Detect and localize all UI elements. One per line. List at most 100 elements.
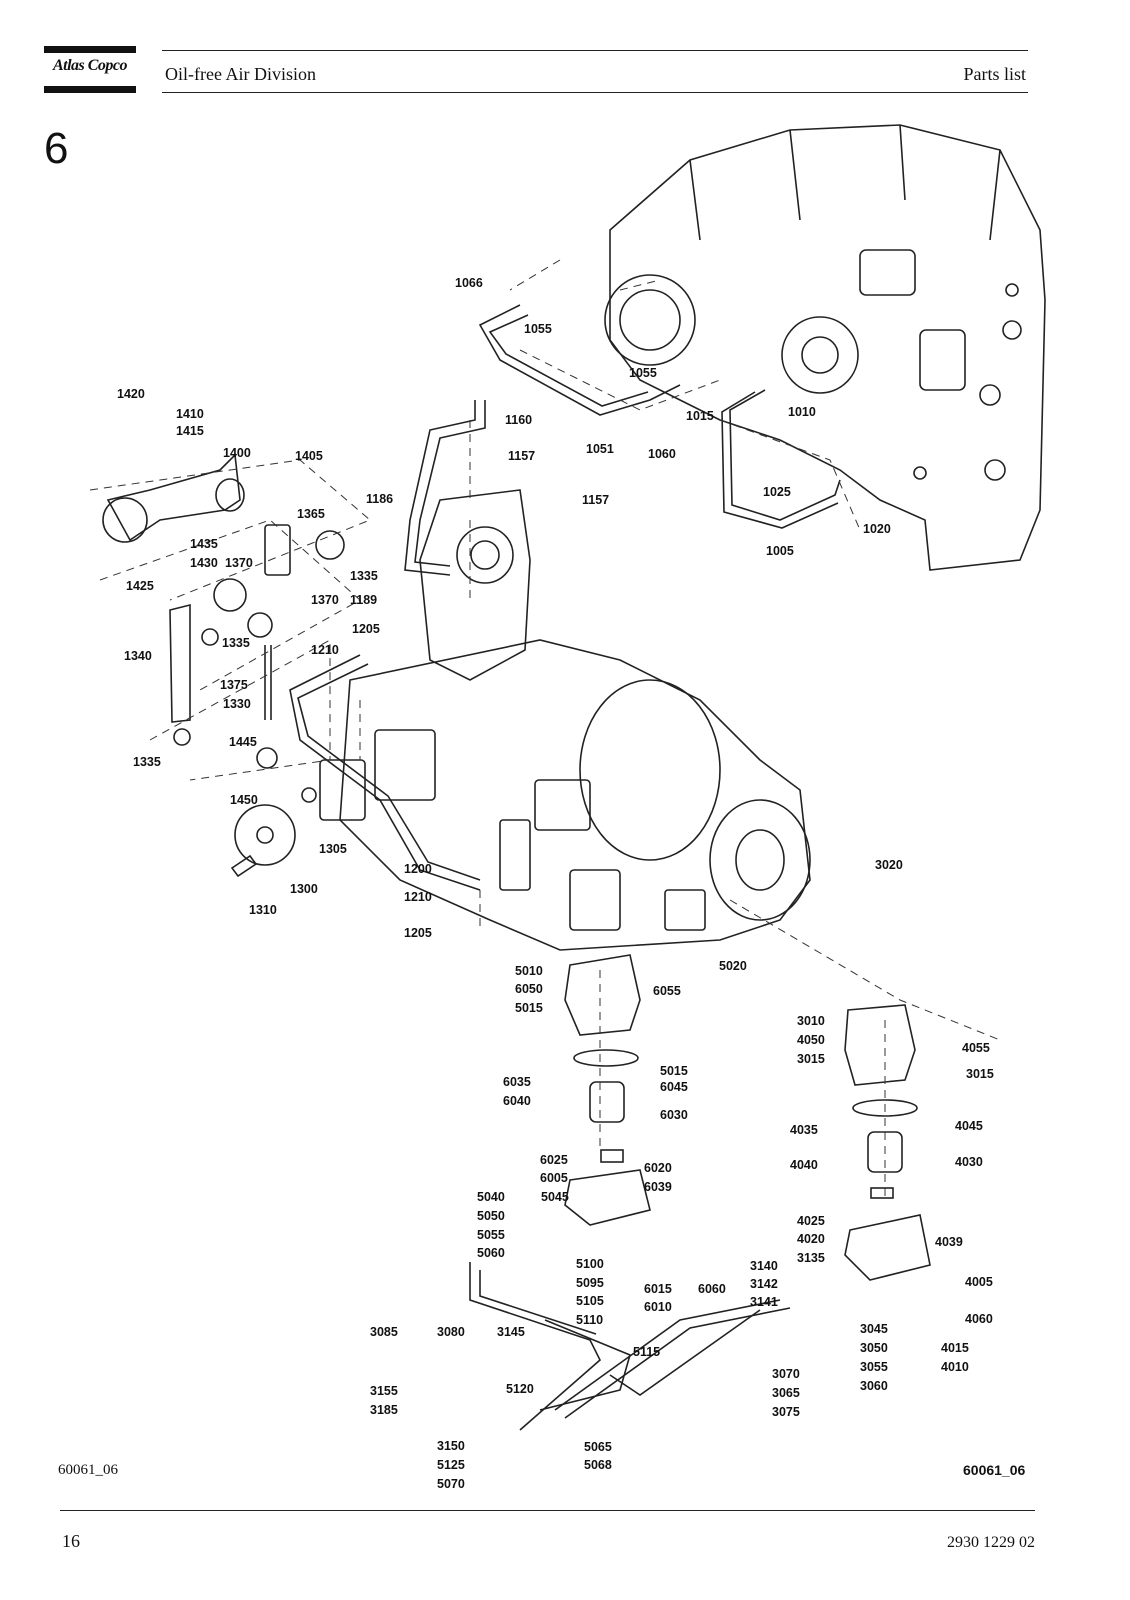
part-label: 1205 bbox=[352, 622, 380, 636]
part-label: 3141 bbox=[750, 1295, 778, 1309]
part-label: 1210 bbox=[311, 643, 339, 657]
part-label: 1405 bbox=[295, 449, 323, 463]
part-label: 1370 bbox=[311, 593, 339, 607]
part-label: 4060 bbox=[965, 1312, 993, 1326]
part-label: 1370 bbox=[225, 556, 253, 570]
part-label: 1060 bbox=[648, 447, 676, 461]
document-type: Parts list bbox=[963, 64, 1026, 84]
part-label: 4020 bbox=[797, 1232, 825, 1246]
part-label: 1340 bbox=[124, 649, 152, 663]
part-label: 1157 bbox=[582, 493, 609, 507]
part-label: 5050 bbox=[477, 1209, 505, 1223]
assembly-lines bbox=[89, 259, 1001, 1200]
part-label: 4005 bbox=[965, 1275, 993, 1289]
logo-text: Atlas Copco bbox=[52, 57, 128, 74]
part-label: 5060 bbox=[477, 1246, 505, 1260]
part-label: 3085 bbox=[370, 1325, 398, 1339]
part-label: 1300 bbox=[290, 882, 318, 896]
part-label: 6005 bbox=[540, 1171, 568, 1185]
part-label: 5110 bbox=[576, 1313, 603, 1327]
part-label: 4055 bbox=[962, 1041, 990, 1055]
part-label: 3020 bbox=[875, 858, 903, 872]
part-labels: 1066 1055 1055 1015 1010 1060 1051 1160 … bbox=[117, 276, 994, 1491]
part-label: 4035 bbox=[790, 1123, 818, 1137]
part-label: 1335 bbox=[350, 569, 378, 583]
part-label: 6010 bbox=[644, 1300, 672, 1314]
part-label: 6025 bbox=[540, 1153, 568, 1167]
part-label: 1200 bbox=[404, 862, 432, 876]
part-label: 1055 bbox=[524, 322, 552, 336]
part-label: 1015 bbox=[686, 409, 714, 423]
part-label: 6050 bbox=[515, 982, 543, 996]
section-number: 6 bbox=[44, 124, 69, 173]
part-label: 6035 bbox=[503, 1075, 531, 1089]
part-label: 5015 bbox=[660, 1064, 688, 1078]
part-label: 3150 bbox=[437, 1439, 465, 1453]
part-label: 4050 bbox=[797, 1033, 825, 1047]
part-label: 5125 bbox=[437, 1458, 465, 1472]
part-label: 3145 bbox=[497, 1325, 525, 1339]
part-label: 1186 bbox=[366, 492, 393, 506]
header-rule-top bbox=[162, 50, 1028, 51]
part-label: 3050 bbox=[860, 1341, 888, 1355]
part-label: 1415 bbox=[176, 424, 204, 438]
part-label: 1430 bbox=[190, 556, 218, 570]
diagram-drawing bbox=[102, 124, 1046, 1431]
part-label: 1375 bbox=[220, 678, 248, 692]
part-label: 6039 bbox=[644, 1180, 672, 1194]
part-label: 1051 bbox=[586, 442, 614, 456]
part-label: 1210 bbox=[404, 890, 432, 904]
logo-bar-bottom bbox=[44, 86, 136, 93]
part-label: 6045 bbox=[660, 1080, 688, 1094]
part-label: 3070 bbox=[772, 1367, 800, 1381]
part-label: 4010 bbox=[941, 1360, 969, 1374]
part-label: 4045 bbox=[955, 1119, 983, 1133]
part-label: 6030 bbox=[660, 1108, 688, 1122]
part-label: 1005 bbox=[766, 544, 794, 558]
part-label: 1435 bbox=[190, 537, 218, 551]
part-label: 1410 bbox=[176, 407, 204, 421]
part-label: 3185 bbox=[370, 1403, 398, 1417]
part-label: 5065 bbox=[584, 1440, 612, 1454]
part-label: 1450 bbox=[230, 793, 258, 807]
part-label: 3010 bbox=[797, 1014, 825, 1028]
part-label: 3055 bbox=[860, 1360, 888, 1374]
part-label: 1010 bbox=[788, 405, 816, 419]
part-label: 1055 bbox=[629, 366, 657, 380]
part-label: 1160 bbox=[505, 413, 532, 427]
part-label: 1335 bbox=[222, 636, 250, 650]
part-label: 5010 bbox=[515, 964, 543, 978]
part-label: 1157 bbox=[508, 449, 535, 463]
part-label: 1310 bbox=[249, 903, 277, 917]
part-label: 1025 bbox=[763, 485, 791, 499]
part-label: 1400 bbox=[223, 446, 251, 460]
part-label: 3080 bbox=[437, 1325, 465, 1339]
part-label: 4039 bbox=[935, 1235, 963, 1249]
part-label: 6020 bbox=[644, 1161, 672, 1175]
part-label: 1330 bbox=[223, 697, 251, 711]
part-label: 4030 bbox=[955, 1155, 983, 1169]
part-label: 5045 bbox=[541, 1190, 569, 1204]
part-label: 5095 bbox=[576, 1276, 604, 1290]
part-label: 3135 bbox=[797, 1251, 825, 1265]
part-label: 1020 bbox=[863, 522, 891, 536]
document-number: 2930 1229 02 bbox=[947, 1534, 1035, 1551]
part-label: 5015 bbox=[515, 1001, 543, 1015]
part-label: 6040 bbox=[503, 1094, 531, 1108]
part-label: 5055 bbox=[477, 1228, 505, 1242]
part-label: 3075 bbox=[772, 1405, 800, 1419]
part-label: 5070 bbox=[437, 1477, 465, 1491]
part-label: 3015 bbox=[797, 1052, 825, 1066]
footer-rule bbox=[60, 1510, 1035, 1511]
logo-bar-top bbox=[44, 46, 136, 53]
part-label: 3045 bbox=[860, 1322, 888, 1336]
part-label: 6060 bbox=[698, 1282, 726, 1296]
part-label: 1205 bbox=[404, 926, 432, 940]
part-label: 3065 bbox=[772, 1386, 800, 1400]
part-label: 1335 bbox=[133, 755, 161, 769]
figure-id-right: 60061_06 bbox=[963, 1462, 1026, 1478]
part-label: 1189 bbox=[350, 593, 377, 607]
part-label: 3155 bbox=[370, 1384, 398, 1398]
part-label: 3060 bbox=[860, 1379, 888, 1393]
